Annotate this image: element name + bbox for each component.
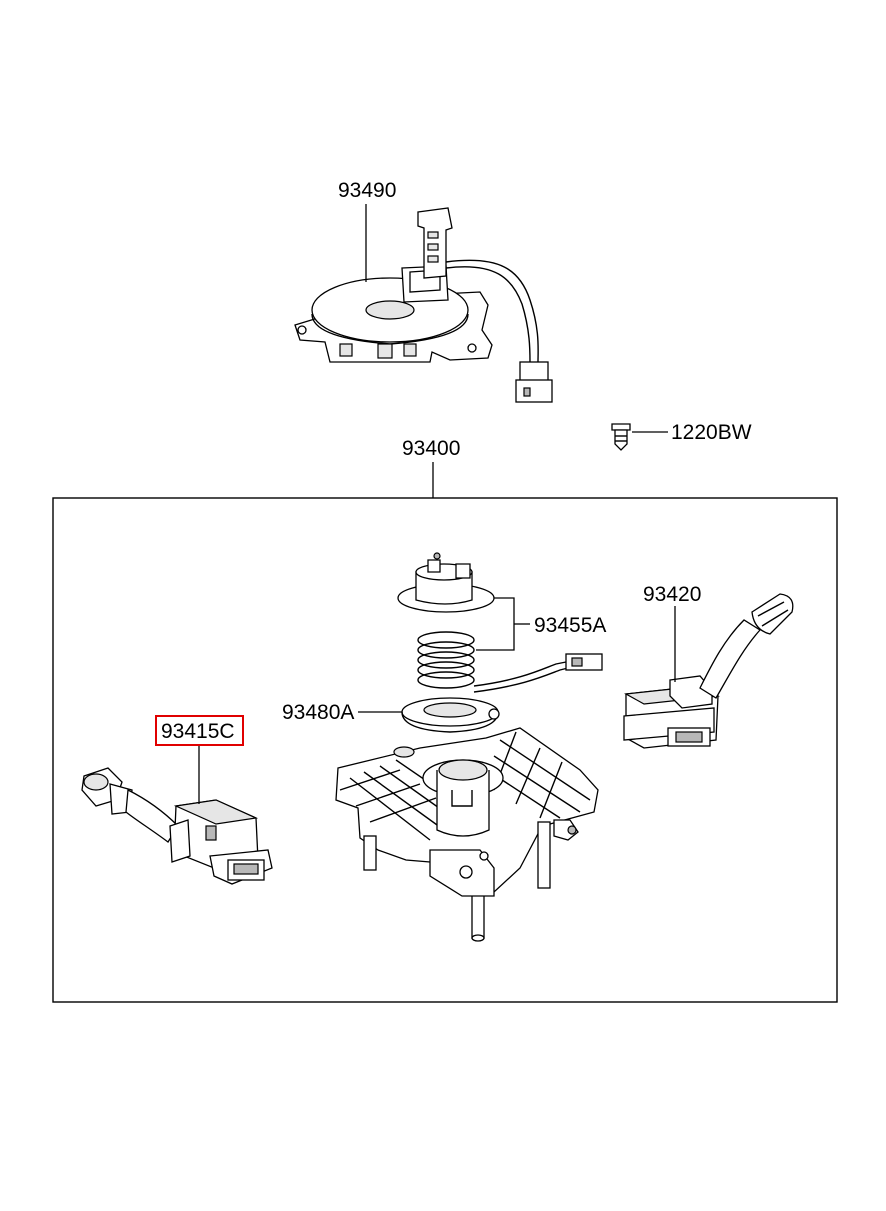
label-93490: 93490	[338, 179, 396, 202]
cancel-cam-drawing[interactable]	[397, 552, 495, 689]
switch-body-drawing[interactable]	[335, 727, 599, 942]
highlight-box-93415c	[155, 715, 244, 746]
assembly-frame	[52, 497, 838, 1003]
contact-plate-drawing[interactable]	[401, 653, 603, 733]
label-93415c[interactable]: 93415C	[161, 720, 235, 743]
label-1220bw: 1220BW	[671, 421, 752, 444]
wiper-switch-drawing[interactable]	[623, 593, 794, 749]
label-93400: 93400	[402, 437, 460, 460]
screw-drawing[interactable]	[611, 423, 631, 451]
label-93455a: 93455A	[534, 614, 606, 637]
lighting-switch-drawing[interactable]	[81, 767, 273, 885]
label-93480a: 93480A	[282, 701, 354, 724]
label-93420: 93420	[643, 583, 701, 606]
clock-spring-drawing[interactable]	[294, 207, 553, 403]
